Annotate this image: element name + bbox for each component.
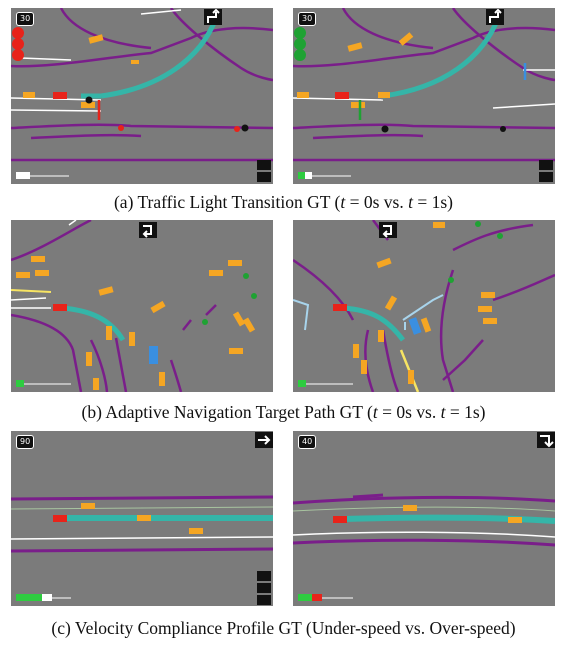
panel-c-right: 40 xyxy=(293,431,555,606)
bev-map xyxy=(11,8,273,182)
panel-b-right xyxy=(293,220,555,392)
bev-map xyxy=(293,8,555,182)
speed-limit-badge: 30 xyxy=(16,12,35,26)
u-turn-right-icon xyxy=(139,222,157,238)
caption-b: (b) Adaptive Navigation Target Path GT (… xyxy=(81,402,486,422)
turn-right-down-icon xyxy=(537,432,555,448)
speed-limit-badge: 30 xyxy=(298,12,317,26)
bev-map xyxy=(293,220,555,392)
straight-right-arrow-icon xyxy=(255,432,273,448)
speed-limit-badge: 40 xyxy=(298,435,317,449)
turn-right-then-straight-icon xyxy=(204,9,222,25)
u-turn-right-icon xyxy=(379,222,397,238)
panel-c-left: 90 xyxy=(11,431,273,606)
bev-map xyxy=(11,495,273,605)
bev-map xyxy=(11,220,257,392)
caption-c: (c) Velocity Compliance Profile GT (Unde… xyxy=(51,618,516,638)
caption-a: (a) Traffic Light Transition GT (t = 0s … xyxy=(113,192,453,212)
speed-limit-badge: 90 xyxy=(16,435,35,449)
panel-b-left xyxy=(11,220,273,392)
turn-right-then-straight-icon xyxy=(486,9,504,25)
panel-a-right: 30 xyxy=(293,8,555,184)
bev-map xyxy=(293,493,555,601)
panel-a-left: 30 xyxy=(11,8,273,184)
